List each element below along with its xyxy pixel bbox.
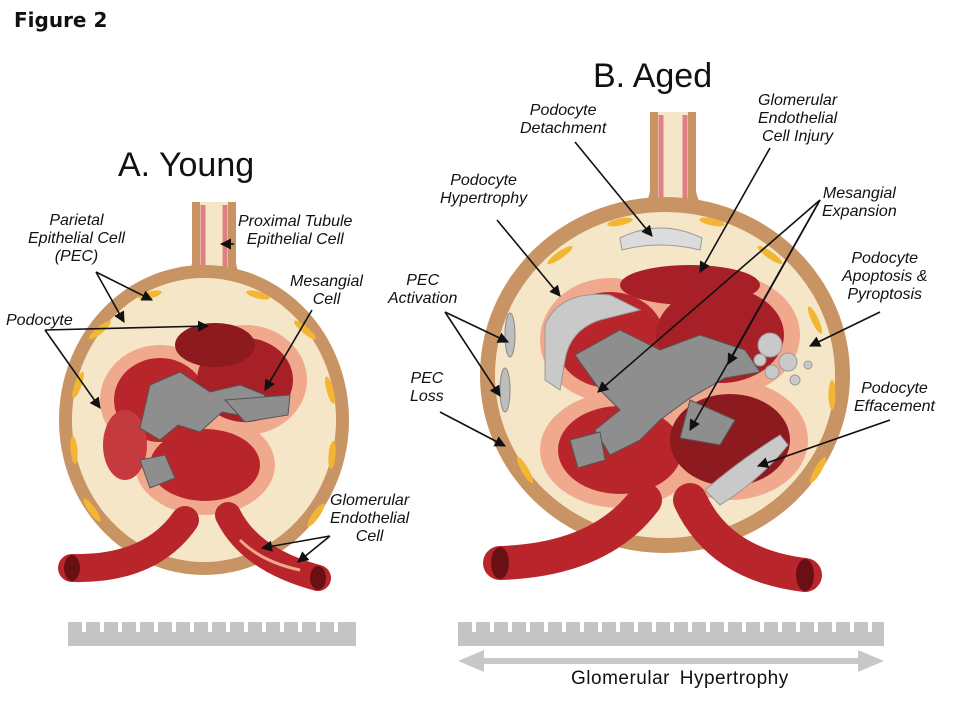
young-mesangial-cells [139,371,291,489]
aged-hypertrophic-podocyte [544,293,642,391]
panel-a-title: A. Young [118,146,255,184]
young-scale-bar [68,622,356,646]
young-glomerulus [44,202,356,646]
aged-activated-pec-2 [499,367,511,413]
aged-afferent-arteriole [483,483,662,580]
young-efferent-arteriole [215,502,331,591]
young-pec-cells [70,290,336,527]
aged-mesangial-expansion [569,329,761,469]
aged-effaced-podocyte [704,434,789,506]
aged-pec-cells [516,217,836,484]
aged-efferent-arteriole [673,483,822,592]
young-arrows [44,238,331,563]
aged-activated-pec [504,312,516,358]
figure-title: Figure 2 [14,8,108,32]
glomerular-hypertrophy-label: Glomerular Hypertrophy [571,668,789,689]
panel-b-title: B. Aged [593,57,713,95]
young-afferent-arteriole [58,506,199,583]
aged-arrows [439,141,891,468]
aged-glomerulus [439,112,891,672]
label-podocyte: Podocyte [6,312,73,329]
aged-scale-bar [458,622,884,646]
hypertrophy-double-arrow [458,650,884,672]
aged-apoptotic-podocyte [753,332,813,386]
